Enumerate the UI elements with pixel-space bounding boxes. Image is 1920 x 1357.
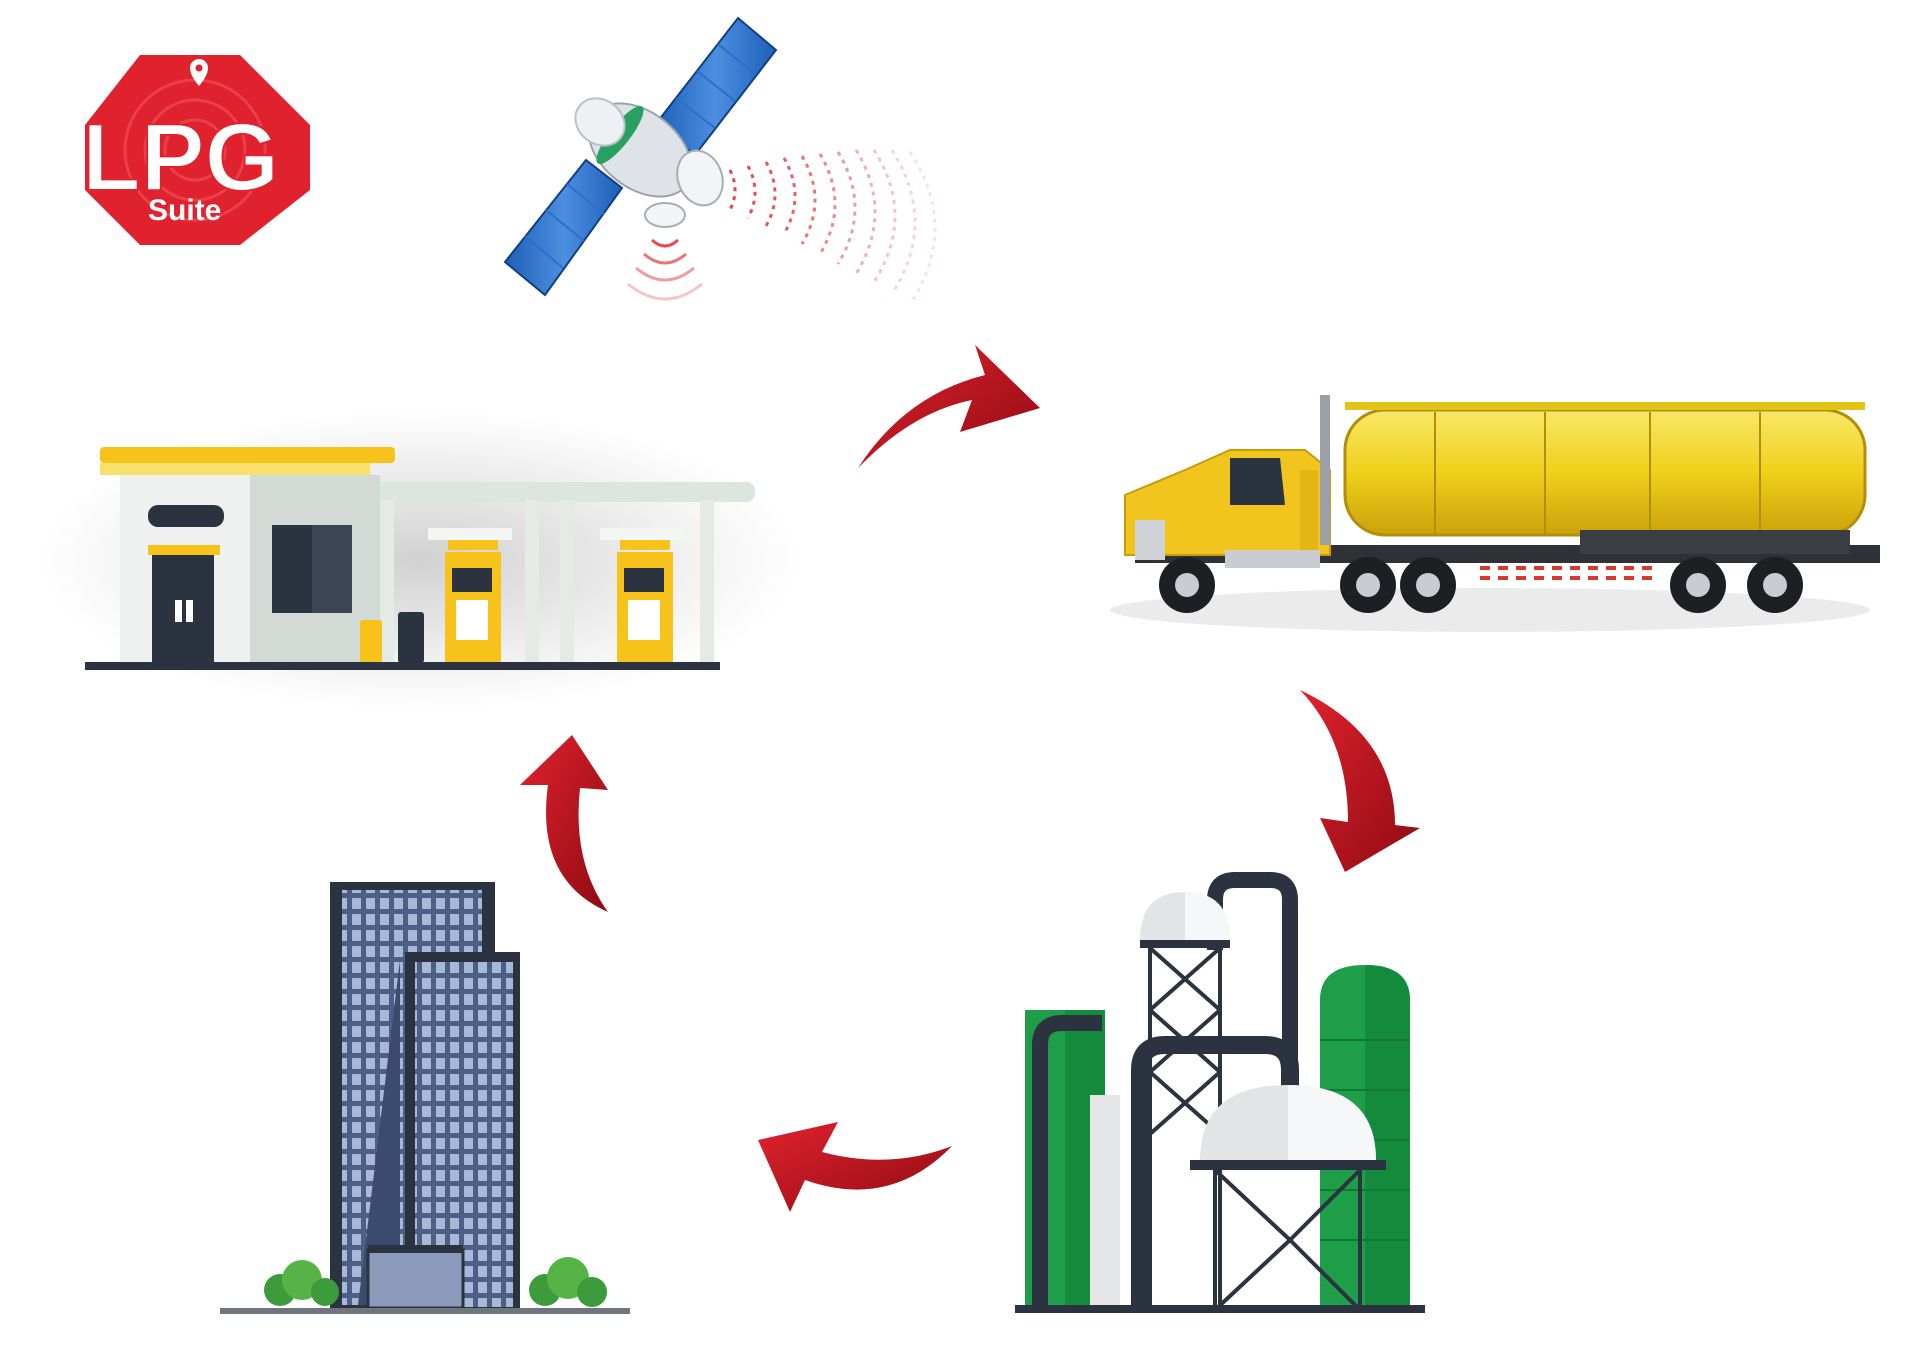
location-pin-icon: [190, 59, 208, 86]
satellite-icon: [503, 16, 937, 305]
logo-text-sub: Suite: [148, 194, 221, 227]
tree: [264, 1260, 339, 1306]
flow-arrow-station-to-truck: [858, 345, 1040, 468]
fuel-pump: [428, 528, 512, 662]
fuel-pump: [600, 528, 684, 662]
refinery-icon: [1015, 872, 1425, 1313]
gas-station-icon: [40, 410, 800, 710]
logo-octagon: [85, 55, 310, 245]
flow-arrow-building-to-station: [520, 735, 608, 912]
lpg-suite-logo: LPG Suite: [81, 55, 310, 245]
tanker-truck-icon: [1110, 395, 1880, 632]
logo-text-main: LPG: [82, 104, 279, 211]
flow-arrow-truck-to-refinery: [1300, 690, 1420, 872]
flow-arrow-refinery-to-building: [758, 1122, 952, 1212]
tree: [529, 1257, 607, 1307]
office-building-icon: [220, 882, 630, 1314]
